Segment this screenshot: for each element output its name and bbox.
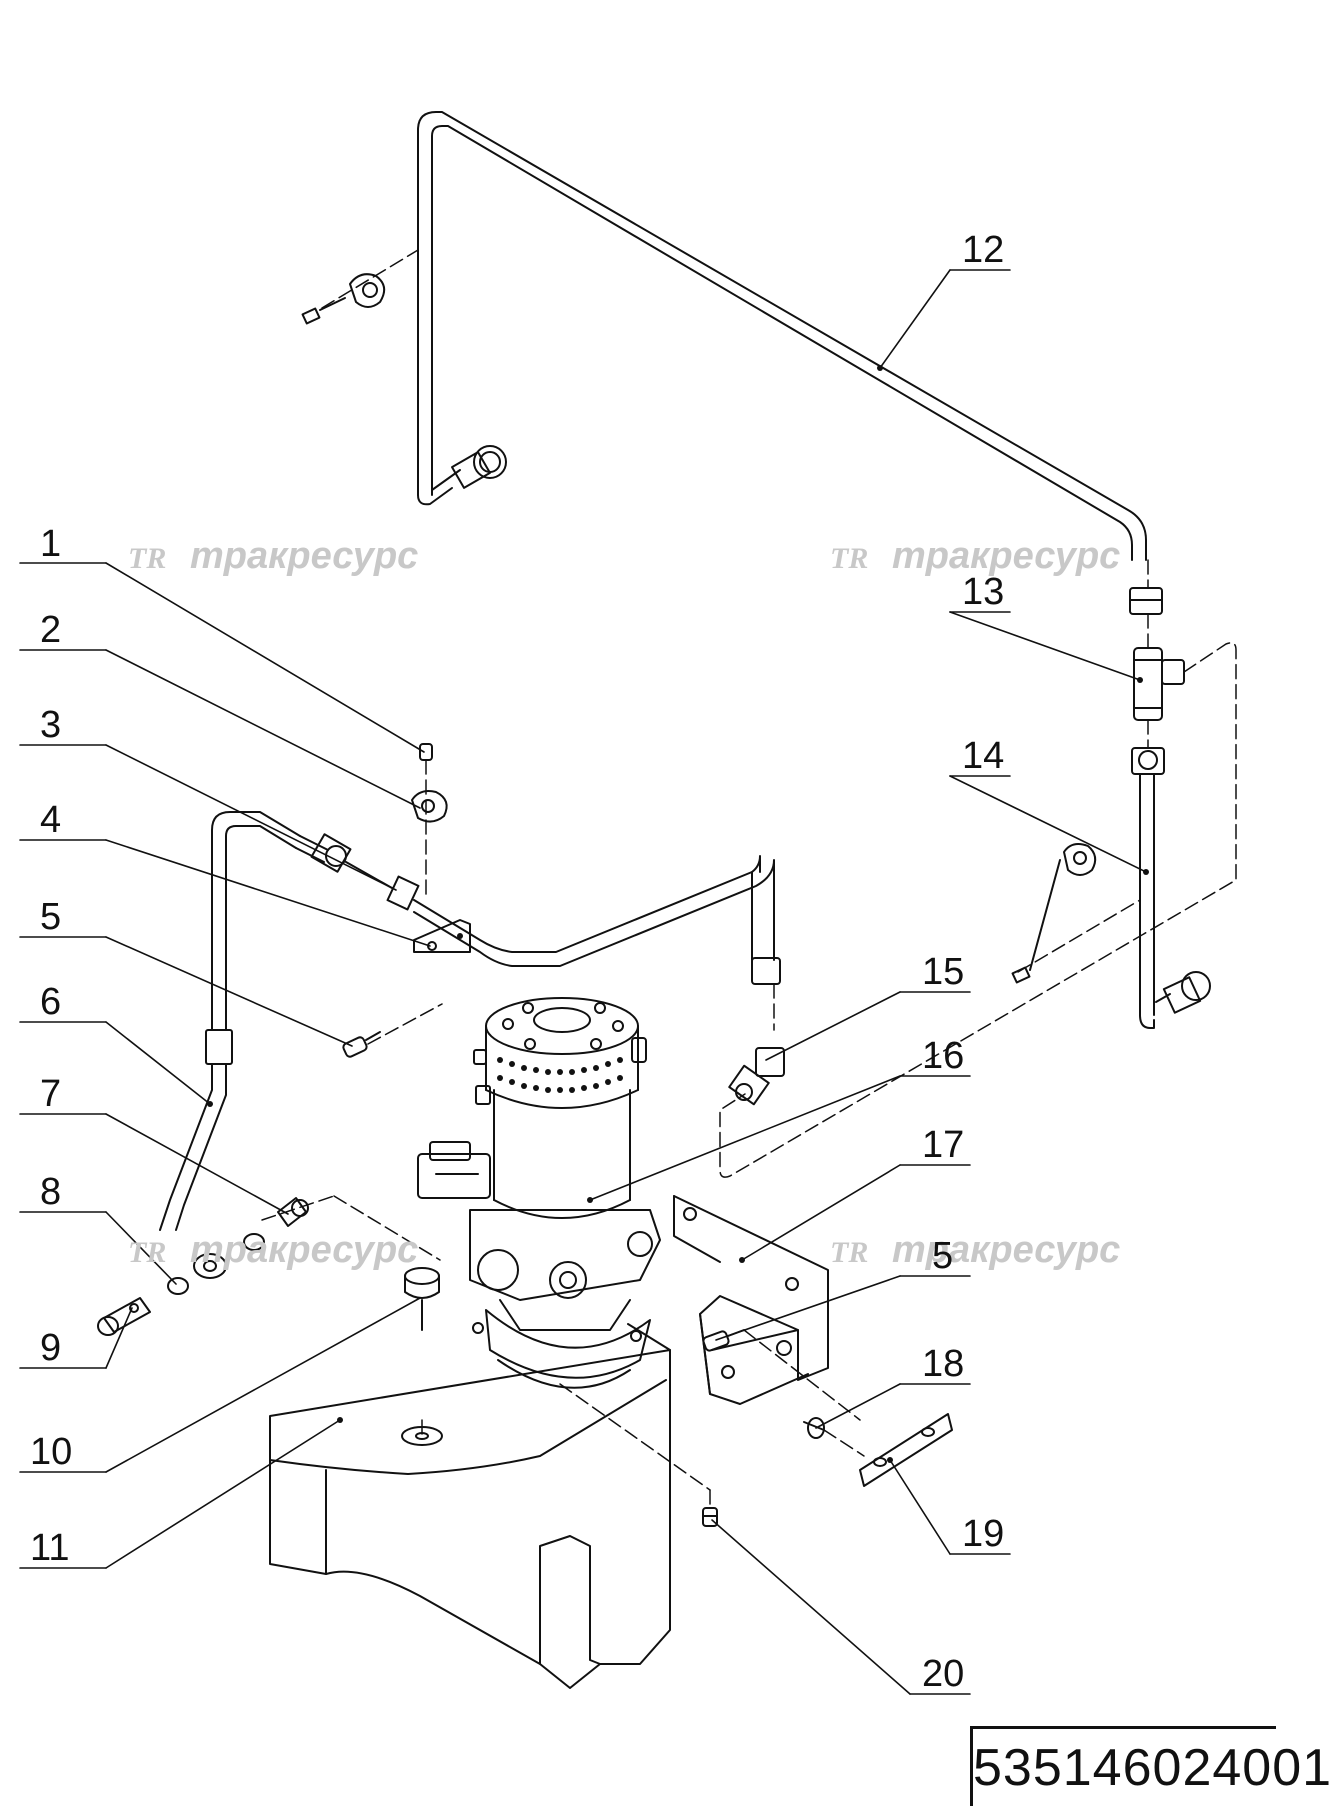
pipe-6 — [159, 811, 352, 1231]
svg-text:TR: TR — [128, 1236, 166, 1269]
fitting-7 — [277, 1197, 309, 1227]
pipe-3-4 — [345, 855, 781, 985]
callout-5: 5 — [40, 896, 61, 938]
callout-13: 13 — [962, 571, 1004, 613]
screw-20 — [702, 1507, 718, 1527]
watermark-4: TR тракресурс — [830, 1229, 1120, 1271]
elbow-15 — [728, 1047, 785, 1106]
svg-text:тракресурс: тракресурс — [892, 535, 1120, 577]
callout-4: 4 — [40, 799, 61, 841]
banjo-bolt-9 — [97, 1297, 151, 1336]
callout-20: 20 — [922, 1653, 964, 1695]
svg-text:тракресурс: тракресурс — [190, 1229, 418, 1271]
callout-9: 9 — [40, 1327, 61, 1369]
pipe-12 — [417, 111, 1163, 615]
callout-11: 11 — [30, 1527, 69, 1569]
pump-valve-block — [417, 1141, 661, 1389]
bolt-18 — [803, 1417, 825, 1439]
callout-6: 6 — [40, 981, 61, 1023]
watermark-1: TR тракресурс — [128, 535, 418, 577]
leader-dots — [207, 365, 1149, 1463]
tank-11 — [269, 1323, 671, 1689]
axis-lines-top — [321, 249, 419, 309]
watermark-2: TR тракресурс — [830, 535, 1120, 577]
callout-3: 3 — [40, 704, 61, 746]
svg-text:TR: TR — [128, 542, 166, 575]
axis-lines-right — [719, 559, 1237, 1178]
bracket-17 — [673, 1195, 829, 1405]
watermark-3: TR тракресурс — [128, 1229, 418, 1271]
pipe-14 — [1131, 747, 1211, 1029]
banjo-fitting — [193, 1253, 227, 1279]
leader-lines — [19, 269, 1147, 1695]
tee-13 — [1133, 647, 1185, 721]
motor-vent-holes — [497, 1057, 623, 1093]
bolt-5-left — [342, 1031, 381, 1058]
document-number: 535146024001 — [970, 1726, 1331, 1806]
motor-top-holes — [502, 1002, 624, 1050]
callout-7: 7 — [40, 1073, 61, 1115]
drawing-sheet: TR тракресурс TR тракресурс TR тракресур… — [19, 111, 1331, 1806]
callout-labels: 1 2 3 4 5 6 7 8 9 10 11 12 13 14 15 16 1… — [30, 229, 1004, 1695]
callout-15: 15 — [922, 951, 964, 993]
callout-1: 1 — [40, 523, 61, 565]
callout-18: 18 — [922, 1343, 964, 1385]
motor-16 — [473, 997, 647, 1219]
callout-2: 2 — [40, 609, 61, 651]
callout-19: 19 — [962, 1513, 1004, 1555]
filler-cap-10 — [401, 1267, 443, 1446]
washer-8 — [167, 1233, 265, 1295]
callout-16: 16 — [922, 1035, 964, 1077]
callout-17: 17 — [922, 1124, 964, 1166]
callout-12: 12 — [962, 229, 1004, 271]
clip-2 — [411, 743, 448, 823]
callout-8: 8 — [40, 1171, 61, 1213]
callout-10: 10 — [30, 1431, 72, 1473]
svg-text:тракресурс: тракресурс — [190, 535, 418, 577]
axis-lines-left — [261, 759, 775, 1441]
svg-text:TR: TR — [830, 1236, 868, 1269]
callout-14: 14 — [962, 735, 1004, 777]
callout-5-right: 5 — [932, 1235, 953, 1277]
clip-right — [1011, 843, 1097, 984]
svg-text:TR: TR — [830, 542, 868, 575]
plate-19 — [859, 1413, 953, 1487]
svg-text:тракресурс: тракресурс — [892, 1229, 1120, 1271]
exploded-assembly-drawing: TR тракресурс TR тракресурс TR тракресур… — [19, 111, 1237, 1695]
axis-lines-bottom — [559, 1329, 865, 1509]
clip-top-left — [301, 273, 386, 325]
